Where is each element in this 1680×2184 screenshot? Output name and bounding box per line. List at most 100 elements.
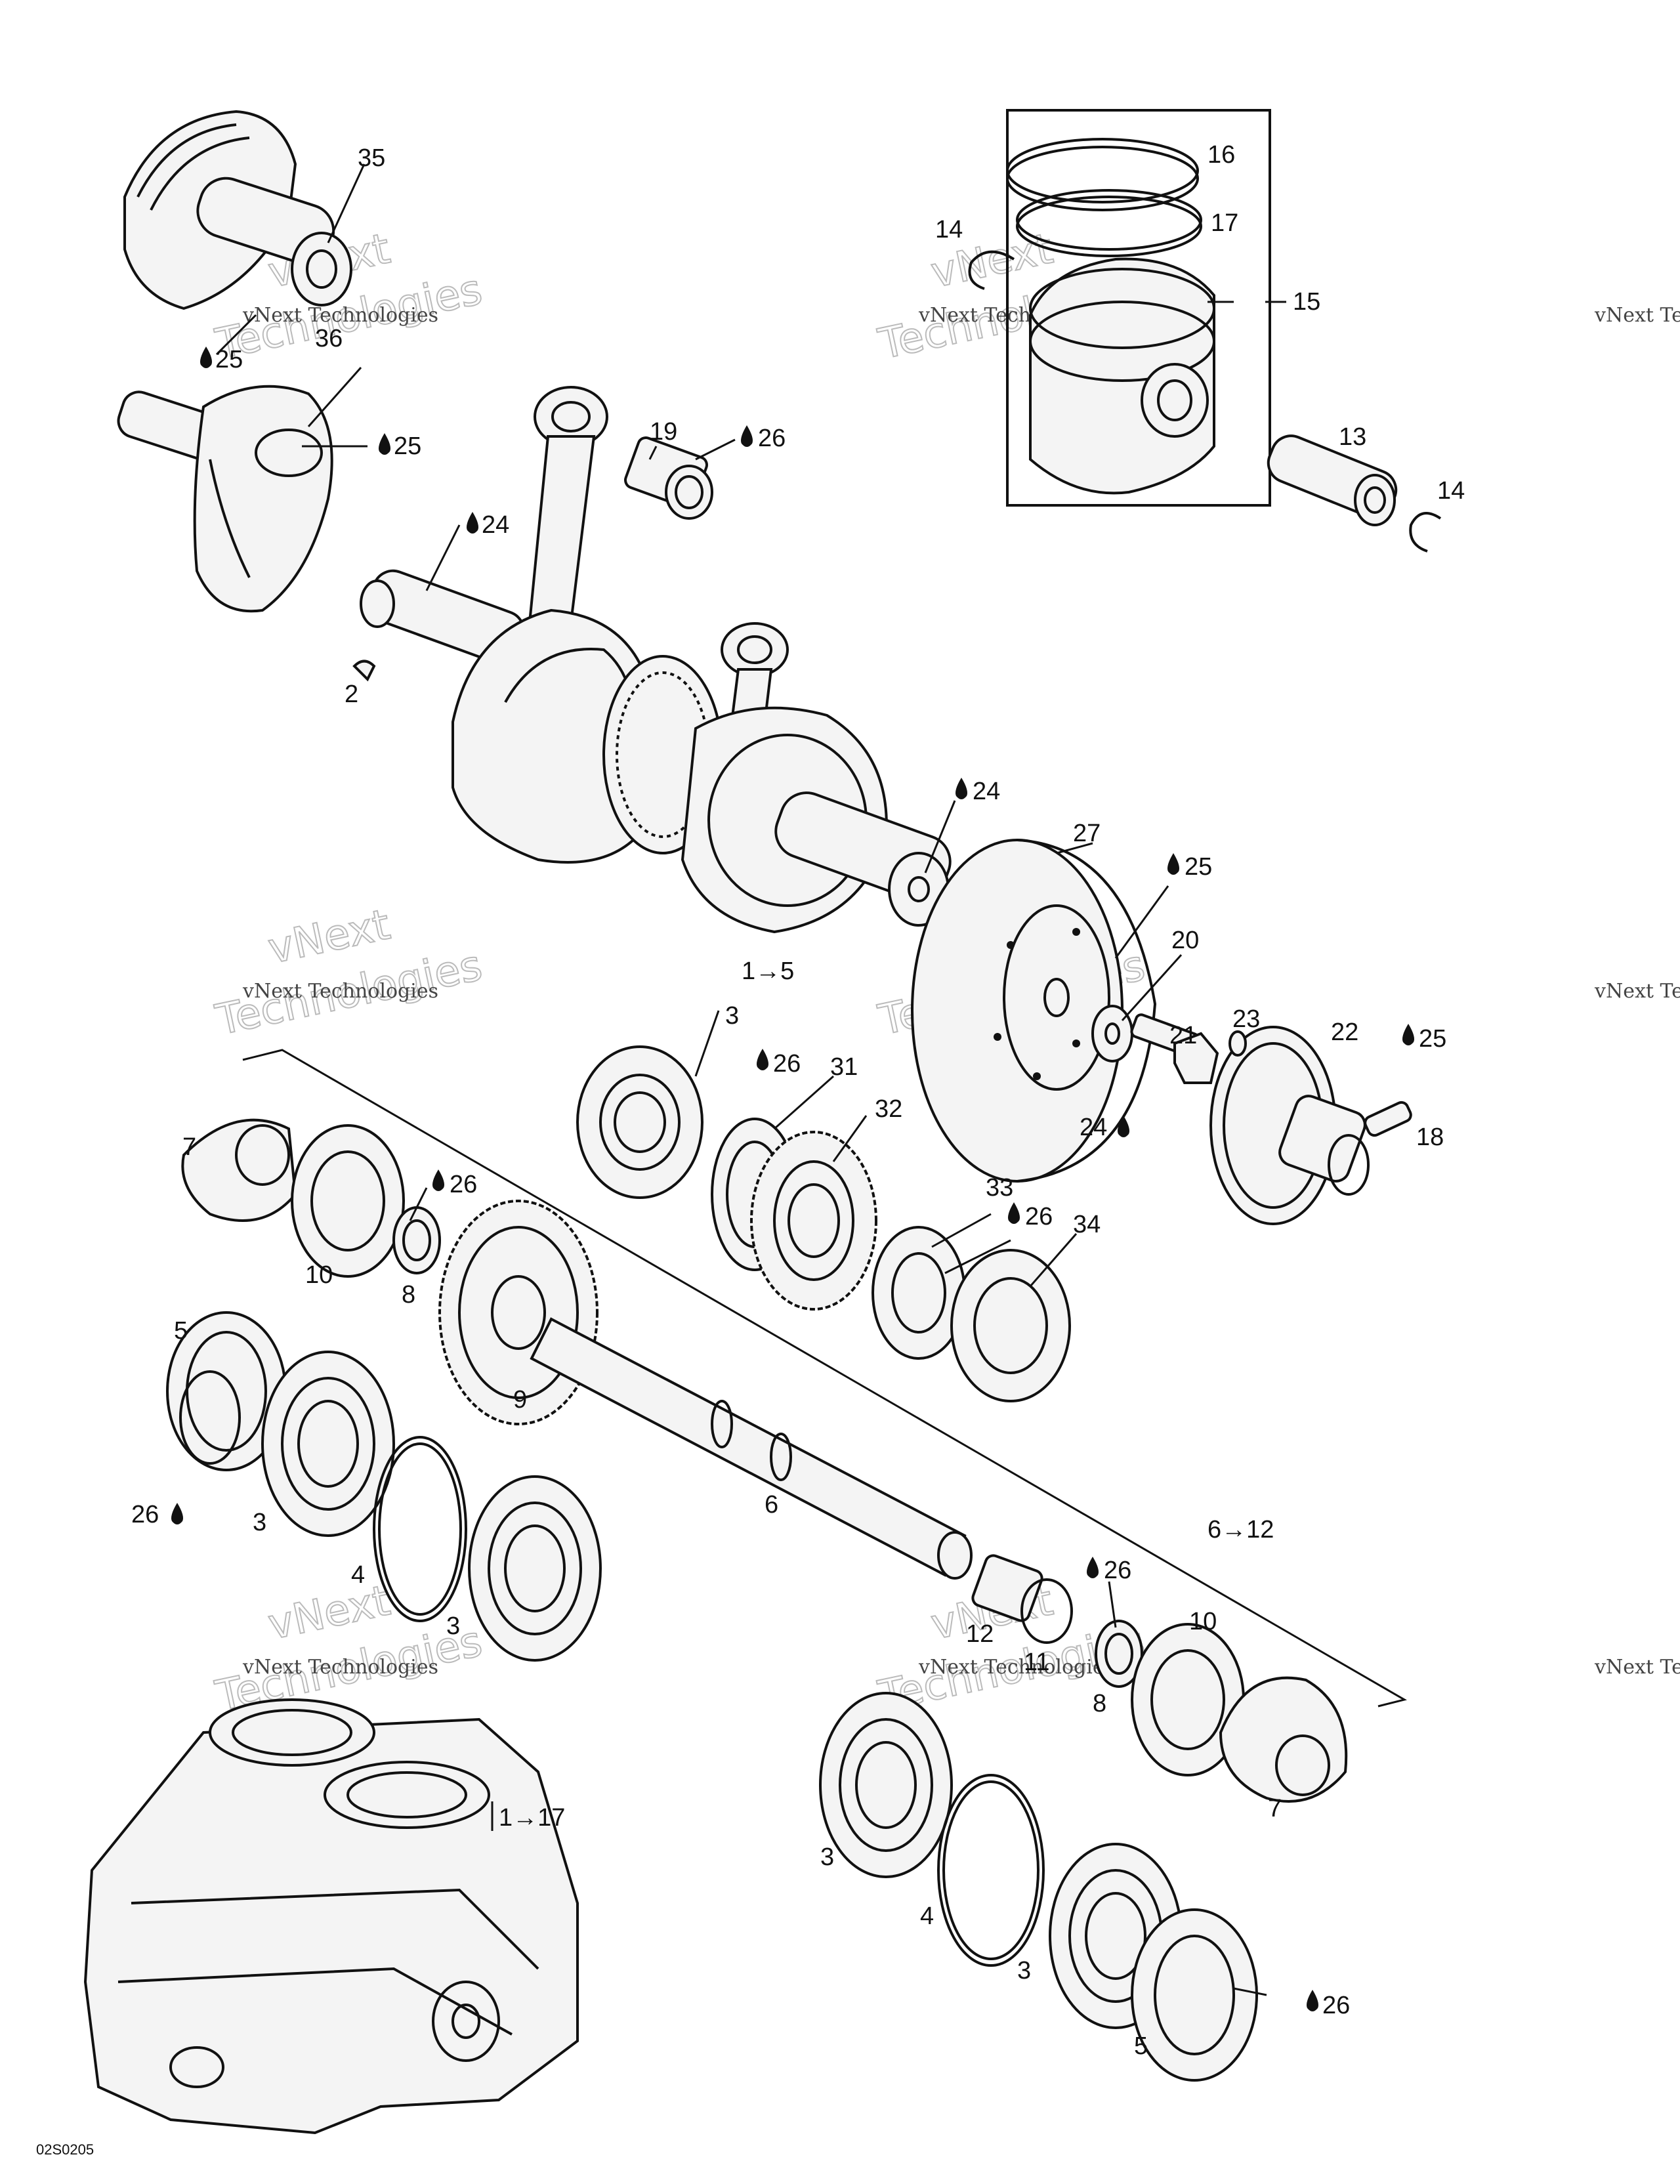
bearing-34	[950, 1249, 1071, 1402]
part-label: 15	[1293, 288, 1320, 316]
part-label: 26	[131, 1501, 159, 1528]
part-label: 10	[1189, 1608, 1217, 1635]
part-label: 35	[358, 144, 385, 172]
washer-20	[1091, 1005, 1133, 1062]
part-label: 13	[1339, 423, 1366, 451]
part-label: 4	[920, 1902, 934, 1930]
circlip-4	[373, 1436, 467, 1622]
ball-bearing-3	[819, 1692, 953, 1878]
counterweight-7	[1219, 1676, 1348, 1803]
part-label: 33	[986, 1174, 1013, 1202]
part-label: 17	[1211, 209, 1238, 237]
part-label: 21	[1169, 1022, 1197, 1049]
needle-bearing-19	[624, 436, 713, 520]
part-label: 26	[1104, 1557, 1131, 1584]
watermark-text: vNext Technologies	[242, 304, 438, 327]
bolt-21	[1130, 1013, 1219, 1084]
part-label: 26	[758, 425, 786, 452]
crank-half-35	[123, 110, 352, 310]
part-label: 3	[1017, 1957, 1031, 1984]
hub-22	[1209, 1026, 1370, 1225]
part-label: 11	[1024, 1648, 1049, 1676]
crankcase-assembly	[83, 1698, 579, 2135]
ring-11	[1020, 1578, 1073, 1644]
part-label: 18	[1416, 1124, 1444, 1151]
part-label: 7	[1268, 1795, 1282, 1822]
part-label: 5	[1134, 2032, 1148, 2060]
balancer-shaft-6	[530, 1317, 973, 1580]
part-label: 27	[1073, 820, 1101, 847]
part-label: 22	[1331, 1018, 1358, 1046]
piston-box	[1006, 109, 1271, 507]
watermark-text: vNext Technologies	[1594, 304, 1680, 327]
leader-lines	[215, 163, 1234, 1628]
piston-pin-13	[1267, 434, 1398, 526]
ring-8	[392, 1206, 441, 1274]
part-labels: 35 36 25 25 24 2 19 26 16 17 14 15 13 14…	[36, 141, 1465, 2158]
gear-32	[750, 1131, 877, 1311]
watermark-text: vNext Technologies	[918, 1656, 1114, 1679]
part-label: 24	[482, 511, 509, 539]
part-label: 6	[765, 1491, 778, 1519]
watermark-text: vNext Technologies	[1594, 980, 1680, 1003]
piston-group	[1006, 109, 1271, 507]
circlip-14	[1409, 512, 1442, 553]
part-label: 9	[513, 1386, 527, 1414]
part-label: 25	[1185, 853, 1212, 881]
part-label: 3	[253, 1509, 266, 1536]
part-label: 8	[402, 1281, 415, 1309]
part-label: 25	[215, 346, 243, 373]
part-label: 3	[820, 1843, 834, 1871]
part-label: 8	[1093, 1690, 1106, 1717]
part-label: 24	[1080, 1114, 1107, 1141]
ring-8	[1095, 1620, 1143, 1688]
part-label: 5	[174, 1317, 188, 1345]
part-label: 1→5	[742, 957, 794, 985]
figure-code: 02S0205	[36, 2141, 94, 2158]
part-label: 26	[1025, 1203, 1053, 1230]
part-label: 26	[773, 1050, 801, 1078]
part-label: 6→12	[1208, 1516, 1274, 1544]
part-label: 25	[394, 432, 421, 460]
part-label: 14	[935, 216, 963, 243]
piston-ring-17	[1016, 189, 1202, 251]
seal-5	[1131, 1908, 1258, 2082]
part-label: 14	[1437, 477, 1465, 505]
part-label: 16	[1208, 141, 1235, 169]
watermark-text: vNext Technologies	[242, 1656, 438, 1679]
part-label: 3	[725, 1002, 739, 1030]
part-label: 32	[875, 1095, 902, 1123]
ball-bearing-3	[576, 1045, 704, 1199]
circlip-4	[937, 1774, 1045, 1967]
bearing-10	[291, 1124, 405, 1278]
part-label: 2	[345, 681, 358, 708]
needle-bearing-12	[971, 1554, 1043, 1622]
piston-ring-16	[1006, 138, 1199, 203]
part-label: 10	[305, 1261, 333, 1289]
crankshaft-assembly	[360, 386, 952, 934]
part-label: 20	[1171, 927, 1199, 954]
part-label: 34	[1073, 1211, 1101, 1238]
part-label: 1→17	[499, 1804, 565, 1832]
bracket-6-12	[242, 1049, 1407, 1708]
circlip-14	[968, 250, 1015, 290]
part-label: 23	[1232, 1005, 1260, 1033]
woodruff-key-2	[352, 660, 376, 682]
crank-half-36	[117, 385, 333, 613]
watermark-text: vNext Technologies	[242, 980, 438, 1003]
part-label: 3	[446, 1612, 460, 1640]
part-label: 19	[650, 418, 677, 446]
seal-5	[166, 1311, 287, 1471]
part-label: 36	[315, 325, 343, 352]
part-label: 31	[830, 1053, 858, 1081]
flywheel-27	[911, 839, 1157, 1183]
part-label: 26	[450, 1171, 477, 1198]
bearing-10	[1131, 1623, 1245, 1776]
part-label: 26	[1322, 1992, 1350, 2019]
ball-bearing-3	[468, 1475, 602, 1662]
watermark-text: vNext Technologies	[1594, 1656, 1680, 1679]
part-label: 4	[351, 1561, 365, 1589]
seal-33	[872, 1226, 966, 1360]
ball-bearing-3	[261, 1351, 395, 1537]
